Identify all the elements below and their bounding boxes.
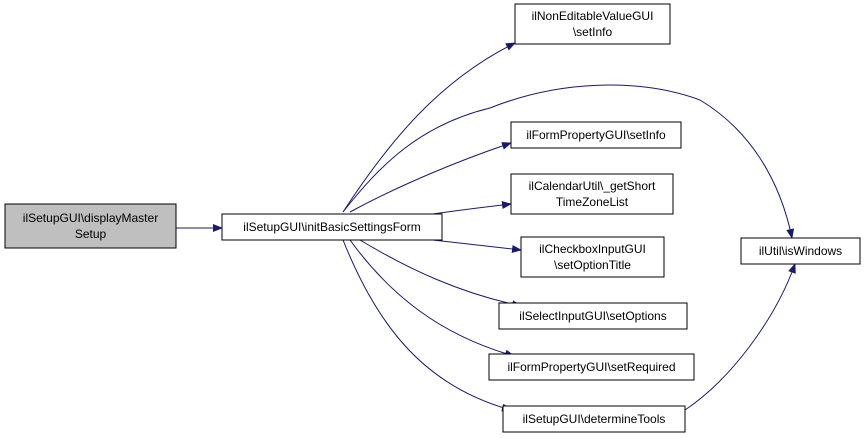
node-box — [520, 236, 665, 278]
node-displayMasterSetup[interactable]: ilSetupGUI\displayMaster Setup — [4, 203, 177, 249]
node-box — [510, 121, 682, 149]
node-getShortTimeZoneList[interactable]: ilCalendarUtil\_getShort TimeZoneList — [510, 173, 674, 215]
edge-initBasicSettingsForm-determineTools — [342, 239, 512, 412]
node-box — [514, 3, 671, 45]
node-label-line: ilCheckboxInputGUI — [539, 242, 646, 256]
node-initBasicSettingsForm[interactable]: ilSetupGUI\initBasicSettingsForm — [221, 213, 443, 241]
node-label-line: ilSetupGUI\determineTools — [523, 412, 666, 426]
edge-initBasicSettingsForm-isWindows — [342, 84, 795, 239]
node-determineTools[interactable]: ilSetupGUI\determineTools — [502, 405, 686, 433]
node-label-line: ilSetupGUI\initBasicSettingsForm — [243, 220, 420, 234]
edges-layer — [176, 42, 796, 412]
node-label-line: \setInfo — [573, 25, 613, 39]
node-formPropertySetInfo[interactable]: ilFormPropertyGUI\setInfo — [510, 121, 682, 149]
node-label-line: Setup — [75, 227, 107, 241]
edge-initBasicSettingsForm-setOptions — [359, 239, 522, 309]
node-label-line: ilUtil\isWindows — [759, 244, 842, 258]
node-nonEditableSetInfo[interactable]: ilNonEditableValueGUI \setInfo — [514, 3, 671, 45]
edge-initBasicSettingsForm-formPropertySetInfo — [349, 142, 512, 213]
node-label-line: ilCalendarUtil\_getShort — [529, 179, 656, 193]
node-box — [510, 173, 674, 215]
node-box — [502, 405, 686, 433]
edge-initBasicSettingsForm-nonEditableSetInfo — [342, 42, 516, 213]
node-setOptions[interactable]: ilSelectInputGUI\setOptions — [498, 302, 688, 330]
node-label-line: ilNonEditableValueGUI — [532, 9, 654, 23]
node-isWindows[interactable]: ilUtil\isWindows — [740, 237, 861, 265]
edge-initBasicSettingsForm-setRequired — [349, 239, 515, 358]
node-label-line: ilFormPropertyGUI\setInfo — [526, 128, 666, 142]
edge-initBasicSettingsForm-getShortTimeZoneList — [432, 201, 512, 215]
node-label-line: ilFormPropertyGUI\setRequired — [507, 360, 675, 374]
edge-initBasicSettingsForm-setOptionTitle — [432, 239, 522, 253]
edge-determineTools-isWindows — [684, 263, 796, 411]
nodes-layer: ilSetupGUI\displayMaster Setup ilSetupGU… — [4, 3, 861, 433]
node-setRequired[interactable]: ilFormPropertyGUI\setRequired — [488, 353, 695, 381]
node-box — [221, 213, 443, 241]
node-label-line: TimeZoneList — [556, 195, 629, 209]
node-label-line: ilSelectInputGUI\setOptions — [519, 309, 666, 323]
node-label-line: ilSetupGUI\displayMaster — [23, 211, 158, 225]
node-box — [488, 353, 695, 381]
node-box — [740, 237, 861, 265]
node-setOptionTitle[interactable]: ilCheckboxInputGUI \setOptionTitle — [520, 236, 665, 278]
node-box — [498, 302, 688, 330]
node-box — [4, 203, 177, 249]
node-label-line: \setOptionTitle — [554, 258, 631, 272]
